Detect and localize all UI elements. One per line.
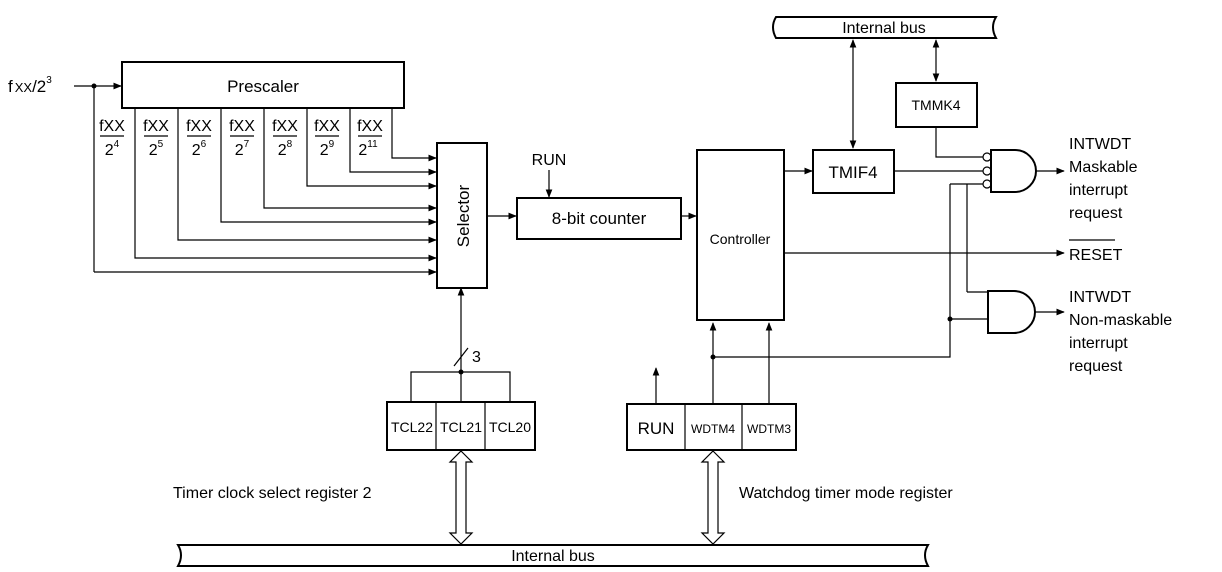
wdtm-register-caption: Watchdog timer mode register xyxy=(739,485,953,502)
bus-width-label: 3 xyxy=(472,349,481,366)
selector-block xyxy=(436,142,488,289)
nonmaskable-output-label: INTWDT Non-maskable interrupt request xyxy=(1069,289,1172,375)
svg-text:request: request xyxy=(1069,205,1123,222)
internal-bus-bottom: Internal bus xyxy=(176,544,930,567)
inverter-bubble-1 xyxy=(982,152,992,162)
tap-line-8 xyxy=(306,108,437,190)
fraction-label-3: fXX 26 xyxy=(186,118,212,159)
svg-text:Maskable: Maskable xyxy=(1069,159,1138,176)
fraction-label-5: fXX 28 xyxy=(272,118,298,159)
svg-text:INTWDT: INTWDT xyxy=(1069,136,1131,153)
tap-line-11 xyxy=(391,108,437,162)
selector-label: Selector xyxy=(454,184,473,247)
fraction-label-1: fXX 24 xyxy=(99,118,125,159)
fraction-den-4: 27 xyxy=(235,139,250,159)
maskable-output-label: INTWDT Maskable interrupt request xyxy=(1069,136,1138,222)
svg-text:request: request xyxy=(1069,358,1123,375)
reset-label: RESET xyxy=(1069,247,1123,264)
tcl22-cell: TCL22 xyxy=(391,419,433,435)
run-bit-cell: RUN xyxy=(638,419,675,438)
tcl21-cell: TCL21 xyxy=(440,419,482,435)
fraction-num-2: fXX xyxy=(143,118,169,135)
svg-text:Non-maskable: Non-maskable xyxy=(1069,312,1172,329)
fraction-num-3: fXX xyxy=(186,118,212,135)
inverter-bubble-3 xyxy=(982,179,992,189)
controller-block xyxy=(696,149,785,321)
tcl-bus-arrow xyxy=(448,450,474,545)
fraction-num-7: fXX xyxy=(357,118,383,135)
internal-bus-top-label: Internal bus xyxy=(842,20,926,37)
maskable-and-gate xyxy=(990,149,1037,193)
wdtm-mode-line xyxy=(713,319,951,358)
tap-line-5 xyxy=(177,108,437,244)
fraction-num-1: fXX xyxy=(99,118,125,135)
tcl20-cell: TCL20 xyxy=(489,419,531,435)
fraction-den-5: 28 xyxy=(278,139,293,159)
prescaler-taps xyxy=(134,108,437,262)
tap-line-4 xyxy=(134,108,437,262)
run-input-label: RUN xyxy=(532,152,567,169)
nonmaskable-and-gate xyxy=(987,290,1036,334)
tmif4-block xyxy=(812,149,895,194)
tcl-register: TCL22 TCL21 TCL20 xyxy=(386,401,536,451)
inverter-bubble-2 xyxy=(982,166,992,176)
tcl-register-caption: Timer clock select register 2 xyxy=(173,485,372,502)
svg-text:INTWDT: INTWDT xyxy=(1069,289,1131,306)
tmmk4-label: TMMK4 xyxy=(912,97,961,113)
tmmk4-block xyxy=(895,82,978,128)
fraction-den-3: 26 xyxy=(192,139,207,159)
tap-line-6 xyxy=(220,108,437,226)
svg-text:interrupt: interrupt xyxy=(1069,335,1128,352)
counter-block xyxy=(516,197,682,240)
fraction-num-6: fXX xyxy=(314,118,340,135)
tmif4-label: TMIF4 xyxy=(828,163,877,182)
tap-line-9 xyxy=(349,108,437,176)
tmmk4-to-gate-line xyxy=(935,127,983,158)
fraction-den-1: 24 xyxy=(105,139,120,159)
counter-label: 8-bit counter xyxy=(552,209,647,228)
fraction-num-5: fXX xyxy=(272,118,298,135)
controller-label: Controller xyxy=(710,231,771,247)
fraction-den-6: 29 xyxy=(320,139,335,159)
fraction-label-2: fXX 25 xyxy=(143,118,169,159)
wdtm3-cell: WDTM3 xyxy=(747,422,791,436)
svg-text:interrupt: interrupt xyxy=(1069,182,1128,199)
fraction-num-4: fXX xyxy=(229,118,255,135)
fraction-label-6: fXX 29 xyxy=(314,118,340,159)
internal-bus-top: Internal bus xyxy=(772,16,998,39)
prescaler-label: Prescaler xyxy=(227,77,299,96)
wdtm-register: RUN WDTM4 WDTM3 xyxy=(626,403,797,451)
fraction-den-2: 25 xyxy=(149,139,164,159)
wdtm4-cell: WDTM4 xyxy=(691,422,735,436)
tap-line-7 xyxy=(263,108,437,212)
wdtm-bus-arrow xyxy=(700,450,726,545)
prescaler-block xyxy=(121,61,405,109)
internal-bus-bottom-label: Internal bus xyxy=(511,548,595,565)
fraction-label-4: fXX 27 xyxy=(229,118,255,159)
fraction-label-7: fXX 211 xyxy=(357,118,383,159)
fraction-den-7: 211 xyxy=(358,139,378,159)
bus-width-slash xyxy=(453,347,469,367)
